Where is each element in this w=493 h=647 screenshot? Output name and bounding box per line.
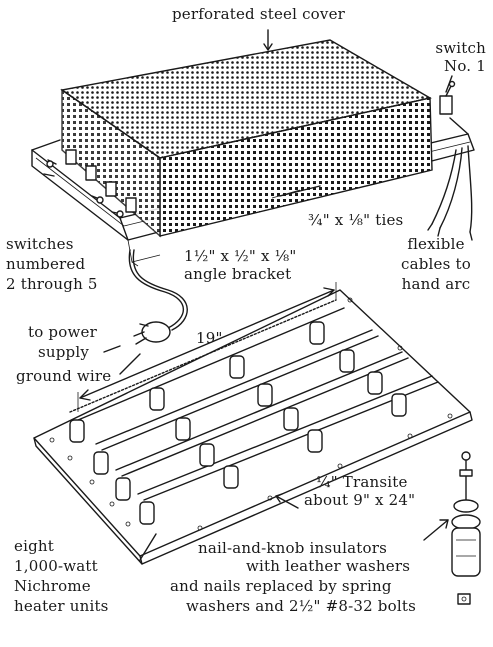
transite-board [33, 289, 473, 565]
label-power-line1: to power [28, 323, 97, 341]
tie [279, 185, 321, 197]
insulator-detail [451, 451, 481, 605]
plug [141, 321, 171, 343]
label-dimension-19: 19" [196, 329, 223, 347]
label-insulators-line1: nail-and-knob insulators [198, 539, 387, 557]
heater-units [69, 299, 439, 501]
label-power-line2: supply [38, 343, 90, 361]
insulators [69, 321, 407, 525]
label-insulators-line3: and nails replaced by spring [170, 577, 392, 595]
dimension-19 [77, 282, 337, 412]
label-eight-line2: 1,000-watt [14, 557, 98, 575]
label-bracket-line1: 1½" x ½" x ⅛" [184, 247, 297, 265]
label-transite-line1: ¼" Transite [316, 473, 408, 491]
label-transite-line2: about 9" x 24" [304, 491, 416, 509]
label-eight-line1: eight [14, 537, 54, 555]
label-cables-line2: cables to [401, 255, 471, 273]
label-bracket-line2: angle bracket [184, 265, 292, 283]
label-insulators-line2: with leather washers [246, 557, 411, 575]
label-switch1-line1: switch [435, 39, 486, 57]
label-switches-line3: 2 through 5 [6, 275, 98, 293]
label-ground-wire: ground wire [16, 367, 112, 385]
label-cover: perforated steel cover [172, 5, 346, 23]
label-switches-line2: numbered [6, 255, 86, 273]
label-cables-line3: hand arc [401, 275, 471, 293]
label-switches-line1: switches [6, 235, 74, 253]
flexible-cables [427, 145, 473, 241]
label-ties: ¾" x ⅛" ties [308, 211, 404, 229]
power-cord [128, 249, 188, 345]
switch-no1 [439, 80, 456, 115]
cover-assembly [31, 39, 475, 267]
label-eight-line3: Nichrome [14, 577, 91, 595]
switches-2-5 [43, 149, 137, 218]
label-eight-line4: heater units [14, 597, 109, 615]
label-cables-line1: flexible [407, 235, 465, 253]
label-insulators-line4: washers and 2½" #8-32 bolts [186, 597, 416, 615]
label-switch1-line2: No. 1 [444, 57, 486, 75]
